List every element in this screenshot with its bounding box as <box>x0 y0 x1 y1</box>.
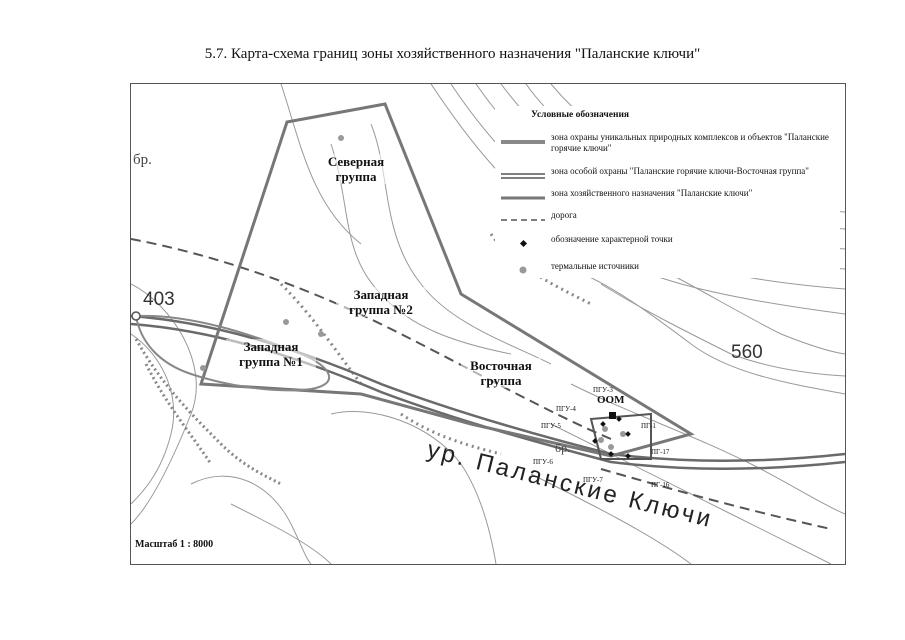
point-label: ПГ-16 <box>651 481 670 489</box>
legend-item-text: термальные источники <box>551 261 639 271</box>
zone-label-line: Северная <box>327 154 385 169</box>
diamond-point-icon <box>519 239 528 248</box>
west-group-1-boundary <box>134 314 331 392</box>
zone-label-line: Восточная <box>470 358 532 373</box>
point-label: ПГУ-7 <box>583 476 603 484</box>
scale-label: Масштаб 1 : 8000 <box>135 539 214 550</box>
zone-label-line: Западная <box>353 287 409 302</box>
legend-item-text: зона особой охраны "Паланские горячие кл… <box>551 166 809 176</box>
legend-title: Условные обозначения <box>531 110 630 120</box>
road <box>131 238 832 530</box>
legend-item-text: зона хозяйственного назначения "Палански… <box>551 188 753 198</box>
point-label: ПГУ-3 <box>593 386 613 394</box>
characteristic-points <box>592 412 631 459</box>
legend-item-text: обозначение характерной точки <box>551 234 673 244</box>
zone-label-east[interactable]: Восточная группа <box>461 358 541 388</box>
point-label: ПГ-1 <box>641 422 656 430</box>
zone-label-line: группа <box>480 373 522 388</box>
thick-line-icon <box>501 140 545 144</box>
zone-label-line: Западная <box>243 339 299 354</box>
legend-item: зона охраны уникальных природных комплек… <box>495 132 840 162</box>
zone-label-north[interactable]: Северная группа <box>316 154 396 184</box>
legend-item: обозначение характерной точки <box>495 234 840 264</box>
legend-item: зона хозяйственного назначения "Палански… <box>495 188 840 218</box>
legend-item-text: дорога <box>551 210 577 220</box>
legend-item: зона особой охраны "Паланские горячие кл… <box>495 166 840 196</box>
point-label: ПГУ-4 <box>556 405 576 413</box>
point-label: ПГ-17 <box>651 448 670 456</box>
elevation-label: 560 <box>731 342 763 363</box>
medium-line-icon <box>501 196 545 200</box>
thermal-springs <box>200 135 626 450</box>
legend-item: термальные источники <box>495 261 840 291</box>
map-text-br: бр. <box>133 152 152 168</box>
zone-label-west-2[interactable]: Западная группа №2 <box>336 287 426 317</box>
zone-label-line: группа <box>335 169 377 184</box>
zone-label-line: группа №2 <box>349 302 413 317</box>
point-label: ПГУ-6 <box>533 458 553 466</box>
map-frame[interactable]: Условные обозначения зона охраны уникаль… <box>130 83 846 565</box>
dashed-line-icon <box>501 219 545 221</box>
zone-label-line: группа №1 <box>239 354 303 369</box>
elevation-label: 403 <box>143 289 175 310</box>
point-label: ПГУ-5 <box>541 422 561 430</box>
east-group-boundary <box>589 412 652 460</box>
legend: Условные обозначения зона охраны уникаль… <box>495 106 840 278</box>
legend-item: дорога <box>495 210 840 240</box>
map-text-oom: ООМ <box>597 394 625 406</box>
thermal-spring-icon <box>519 266 527 274</box>
double-line-icon <box>501 173 545 179</box>
map-title: 5.7. Карта-схема границ зоны хозяйственн… <box>204 46 701 62</box>
legend-item-text: зона охраны уникальных природных комплек… <box>551 132 829 153</box>
map-text-br: бр. <box>555 441 571 455</box>
benchmark-403-marker <box>131 311 141 321</box>
zone-label-west-1[interactable]: Западная группа №1 <box>226 339 316 369</box>
